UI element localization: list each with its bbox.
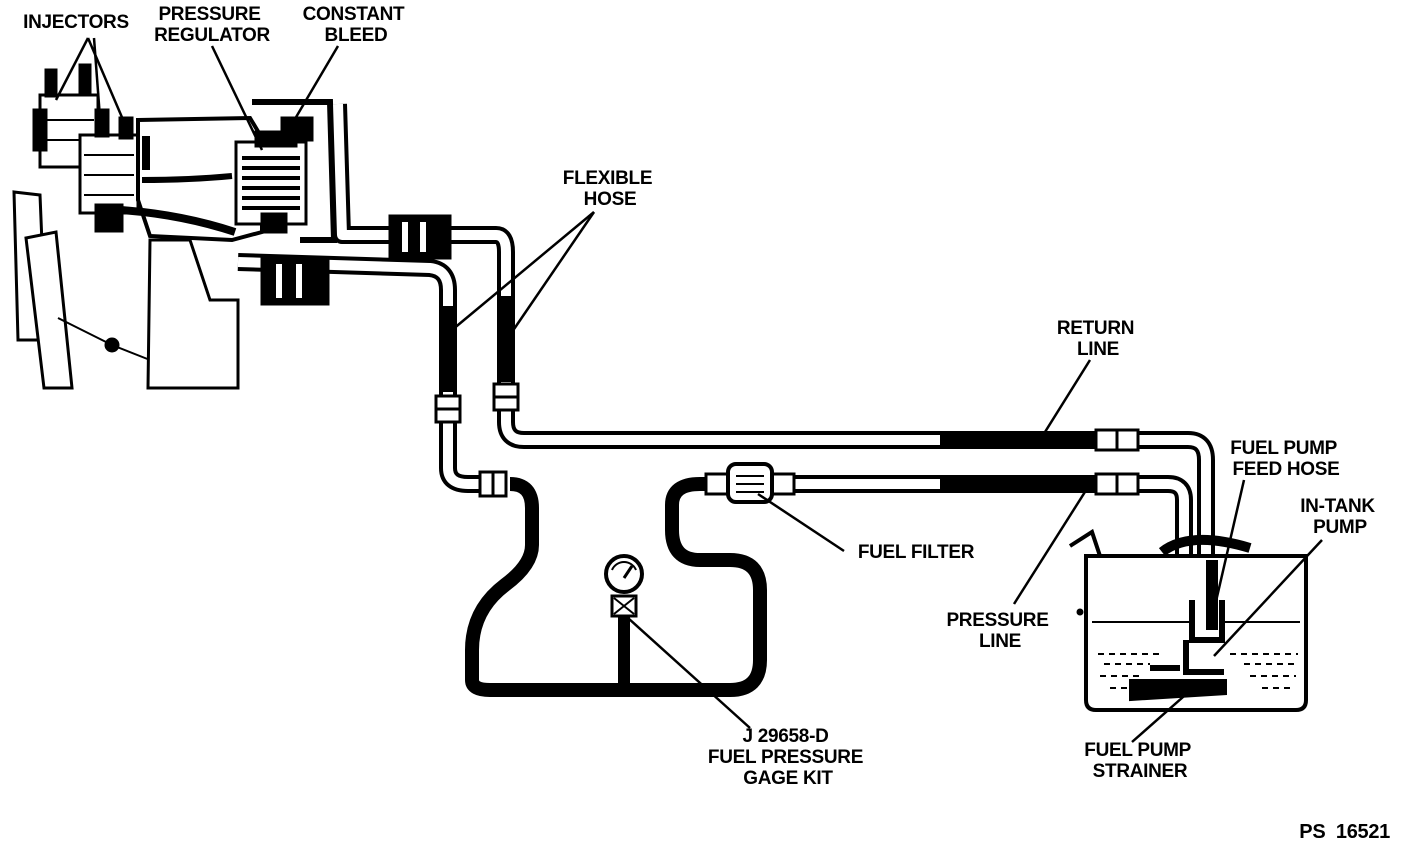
label-fuel-filter: FUEL FILTER <box>858 542 975 563</box>
fuel-pump-strainer <box>1129 665 1227 702</box>
fuel-filter <box>704 462 796 504</box>
pressure-regulator-body <box>234 130 308 234</box>
label-injectors: INJECTORS <box>23 12 129 33</box>
label-return-line: RETURN LINE <box>1057 318 1139 360</box>
fuel-lines <box>237 103 1215 697</box>
label-pressure-regulator: PRESSURE REGULATOR <box>154 4 270 46</box>
fuel-pressure-gage <box>604 554 644 618</box>
gage-kit-hose <box>465 477 767 697</box>
leader-lines <box>54 37 1323 743</box>
label-flexible-hose: FLEXIBLE HOSE <box>563 168 657 210</box>
label-fuel-pump-feed-hose: FUEL PUMP FEED HOSE <box>1230 438 1341 480</box>
label-fuel-pump-strainer: FUEL PUMP STRAINER <box>1084 740 1195 782</box>
figure-reference: PS 16521 <box>1299 821 1390 843</box>
in-tank-pump <box>1183 560 1225 675</box>
label-gage-kit: J 29658-D FUEL PRESSURE GAGE KIT <box>708 726 868 789</box>
fittings <box>260 214 1140 504</box>
fuel-tank <box>1068 528 1308 712</box>
label-in-tank-pump: IN-TANK PUMP <box>1300 496 1380 538</box>
label-constant-bleed: CONSTANT BLEED <box>303 4 410 46</box>
label-pressure-line: PRESSURE LINE <box>946 610 1053 652</box>
throttle-body-assembly <box>12 63 338 390</box>
